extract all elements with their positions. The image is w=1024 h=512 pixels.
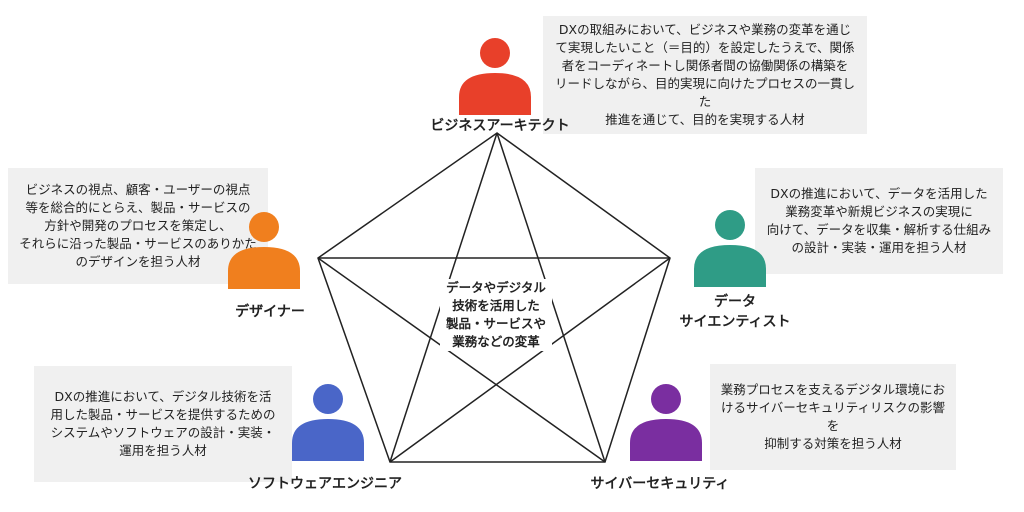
person-icon (228, 212, 300, 289)
person-icon (459, 38, 531, 115)
star-line (317, 257, 606, 463)
designer-label: デザイナー (235, 304, 305, 320)
person-icon (694, 210, 766, 287)
center-text: データやデジタル 技術を活用した 製品・サービスや 業務などの変革 (440, 279, 552, 351)
data-scientist-label: データ サイエンティスト (679, 294, 791, 330)
data-scientist-description: DXの推進において、データを活用した 業務変革や新規ビジネスの実現に 向けて、デ… (755, 168, 1003, 274)
software-engineer-label: ソフトウェアエンジニア (248, 476, 402, 492)
cybersecurity-label: サイバーセキュリティ (590, 476, 730, 492)
star-line (389, 257, 671, 463)
pentagon-outline (317, 132, 671, 463)
person-icon (292, 384, 364, 461)
architect-label: ビジネスアーキテクト (430, 118, 570, 134)
architect-description: DXの取組みにおいて、ビジネスや業務の変革を通じ て実現したいこと（＝目的）を設… (543, 16, 867, 134)
cybersecurity-description: 業務プロセスを支えるデジタル環境にお けるサイバーセキュリティリスクの影響を 抑… (710, 364, 956, 470)
designer-description: ビジネスの視点、顧客・ユーザーの視点 等を総合的にとらえ、製品・サービスの 方針… (8, 168, 268, 284)
person-icon (630, 384, 702, 461)
software-engineer-description: DXの推進において、デジタル技術を活 用した製品・サービスを提供するための シス… (34, 366, 292, 482)
